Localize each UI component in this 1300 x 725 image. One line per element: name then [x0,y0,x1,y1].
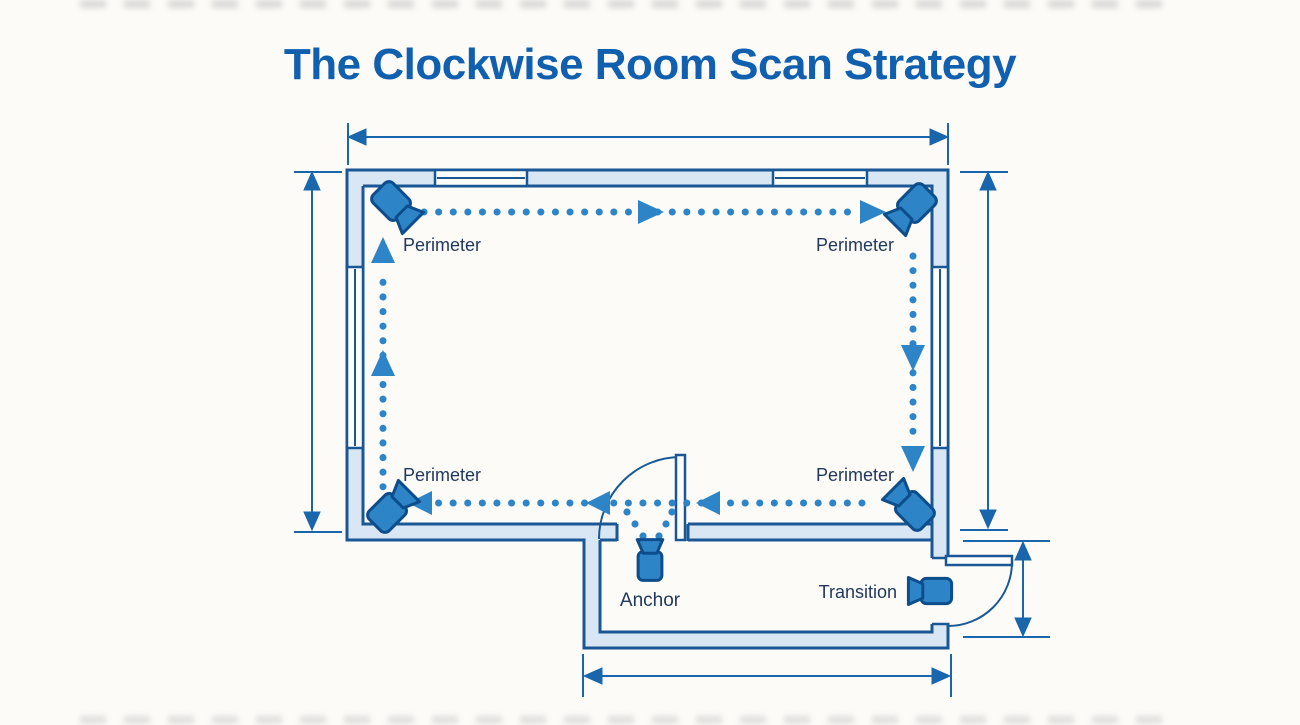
inner-wall-contour [361,184,934,558]
dimension-arrow-icon [303,170,321,191]
alcove-bottom-wall [600,632,948,648]
window-top-1 [433,168,529,188]
dimension-alcove-height [963,540,1050,638]
dimension-arrow-icon [582,667,603,685]
dimension-top-width [346,123,950,165]
triangle-arrow-icon [371,237,395,263]
wall-contours [345,168,950,650]
dimension-arrow-icon [979,509,997,530]
dimension-arrow-icon [931,667,952,685]
alcove-left-wall [584,540,600,648]
bottom-wall-left [363,524,617,540]
exterior-door-leaf [944,554,1014,567]
window-left [345,265,365,450]
scan-point-labels: Perimeter Perimeter Perimeter Perimeter … [403,235,897,611]
bottom-wall-right [688,524,932,540]
dimension-right-height [960,170,1008,531]
alcove-right-wall [932,624,948,648]
scan-path [379,208,917,520]
video-camera-icon-anchor [635,538,665,582]
windows [345,168,950,450]
perimeter-label-bottom-right: Perimeter [816,465,894,485]
anchor-label: Anchor [620,590,681,611]
perimeter-label-top-left: Perimeter [403,235,481,255]
interior-door-swing-arc [598,456,682,540]
dimension-lines [294,123,1050,697]
interior-door [598,453,687,542]
triangle-arrow-icon [371,350,395,376]
triangle-arrow-icon [638,200,664,224]
interior-door-leaf [674,453,687,542]
dimension-arrow-icon [979,170,997,191]
video-camera-icon-transition [906,576,954,606]
top-edge-artifact [80,0,1180,8]
perimeter-label-bottom-left: Perimeter [403,465,481,485]
exterior-door [944,554,1014,627]
dimension-alcove-width [582,654,952,697]
dimension-arrow-icon [1014,617,1032,638]
triangle-arrow-icon [586,491,610,515]
page-title: The Clockwise Room Scan Strategy [283,40,1017,89]
scan-path-anchor-branch [623,508,676,552]
dimension-left-height [294,170,342,533]
bottom-edge-artifact [80,716,1180,724]
triangle-arrow-icon [901,446,925,472]
transition-label: Transition [819,582,897,602]
dimension-arrow-icon [929,128,950,146]
dimension-arrow-icon [303,511,321,532]
alcove-inner-contour [598,540,934,634]
triangle-arrow-icon [901,345,925,371]
window-top-2 [771,168,869,188]
triangle-arrow-icon [696,491,720,515]
dimension-arrow-icon [1014,540,1032,561]
dimension-arrow-icon [346,128,367,146]
exterior-door-swing-arc [947,561,1013,627]
window-right [930,265,950,450]
perimeter-label-top-right: Perimeter [816,235,894,255]
triangle-arrow-icon [860,200,886,224]
